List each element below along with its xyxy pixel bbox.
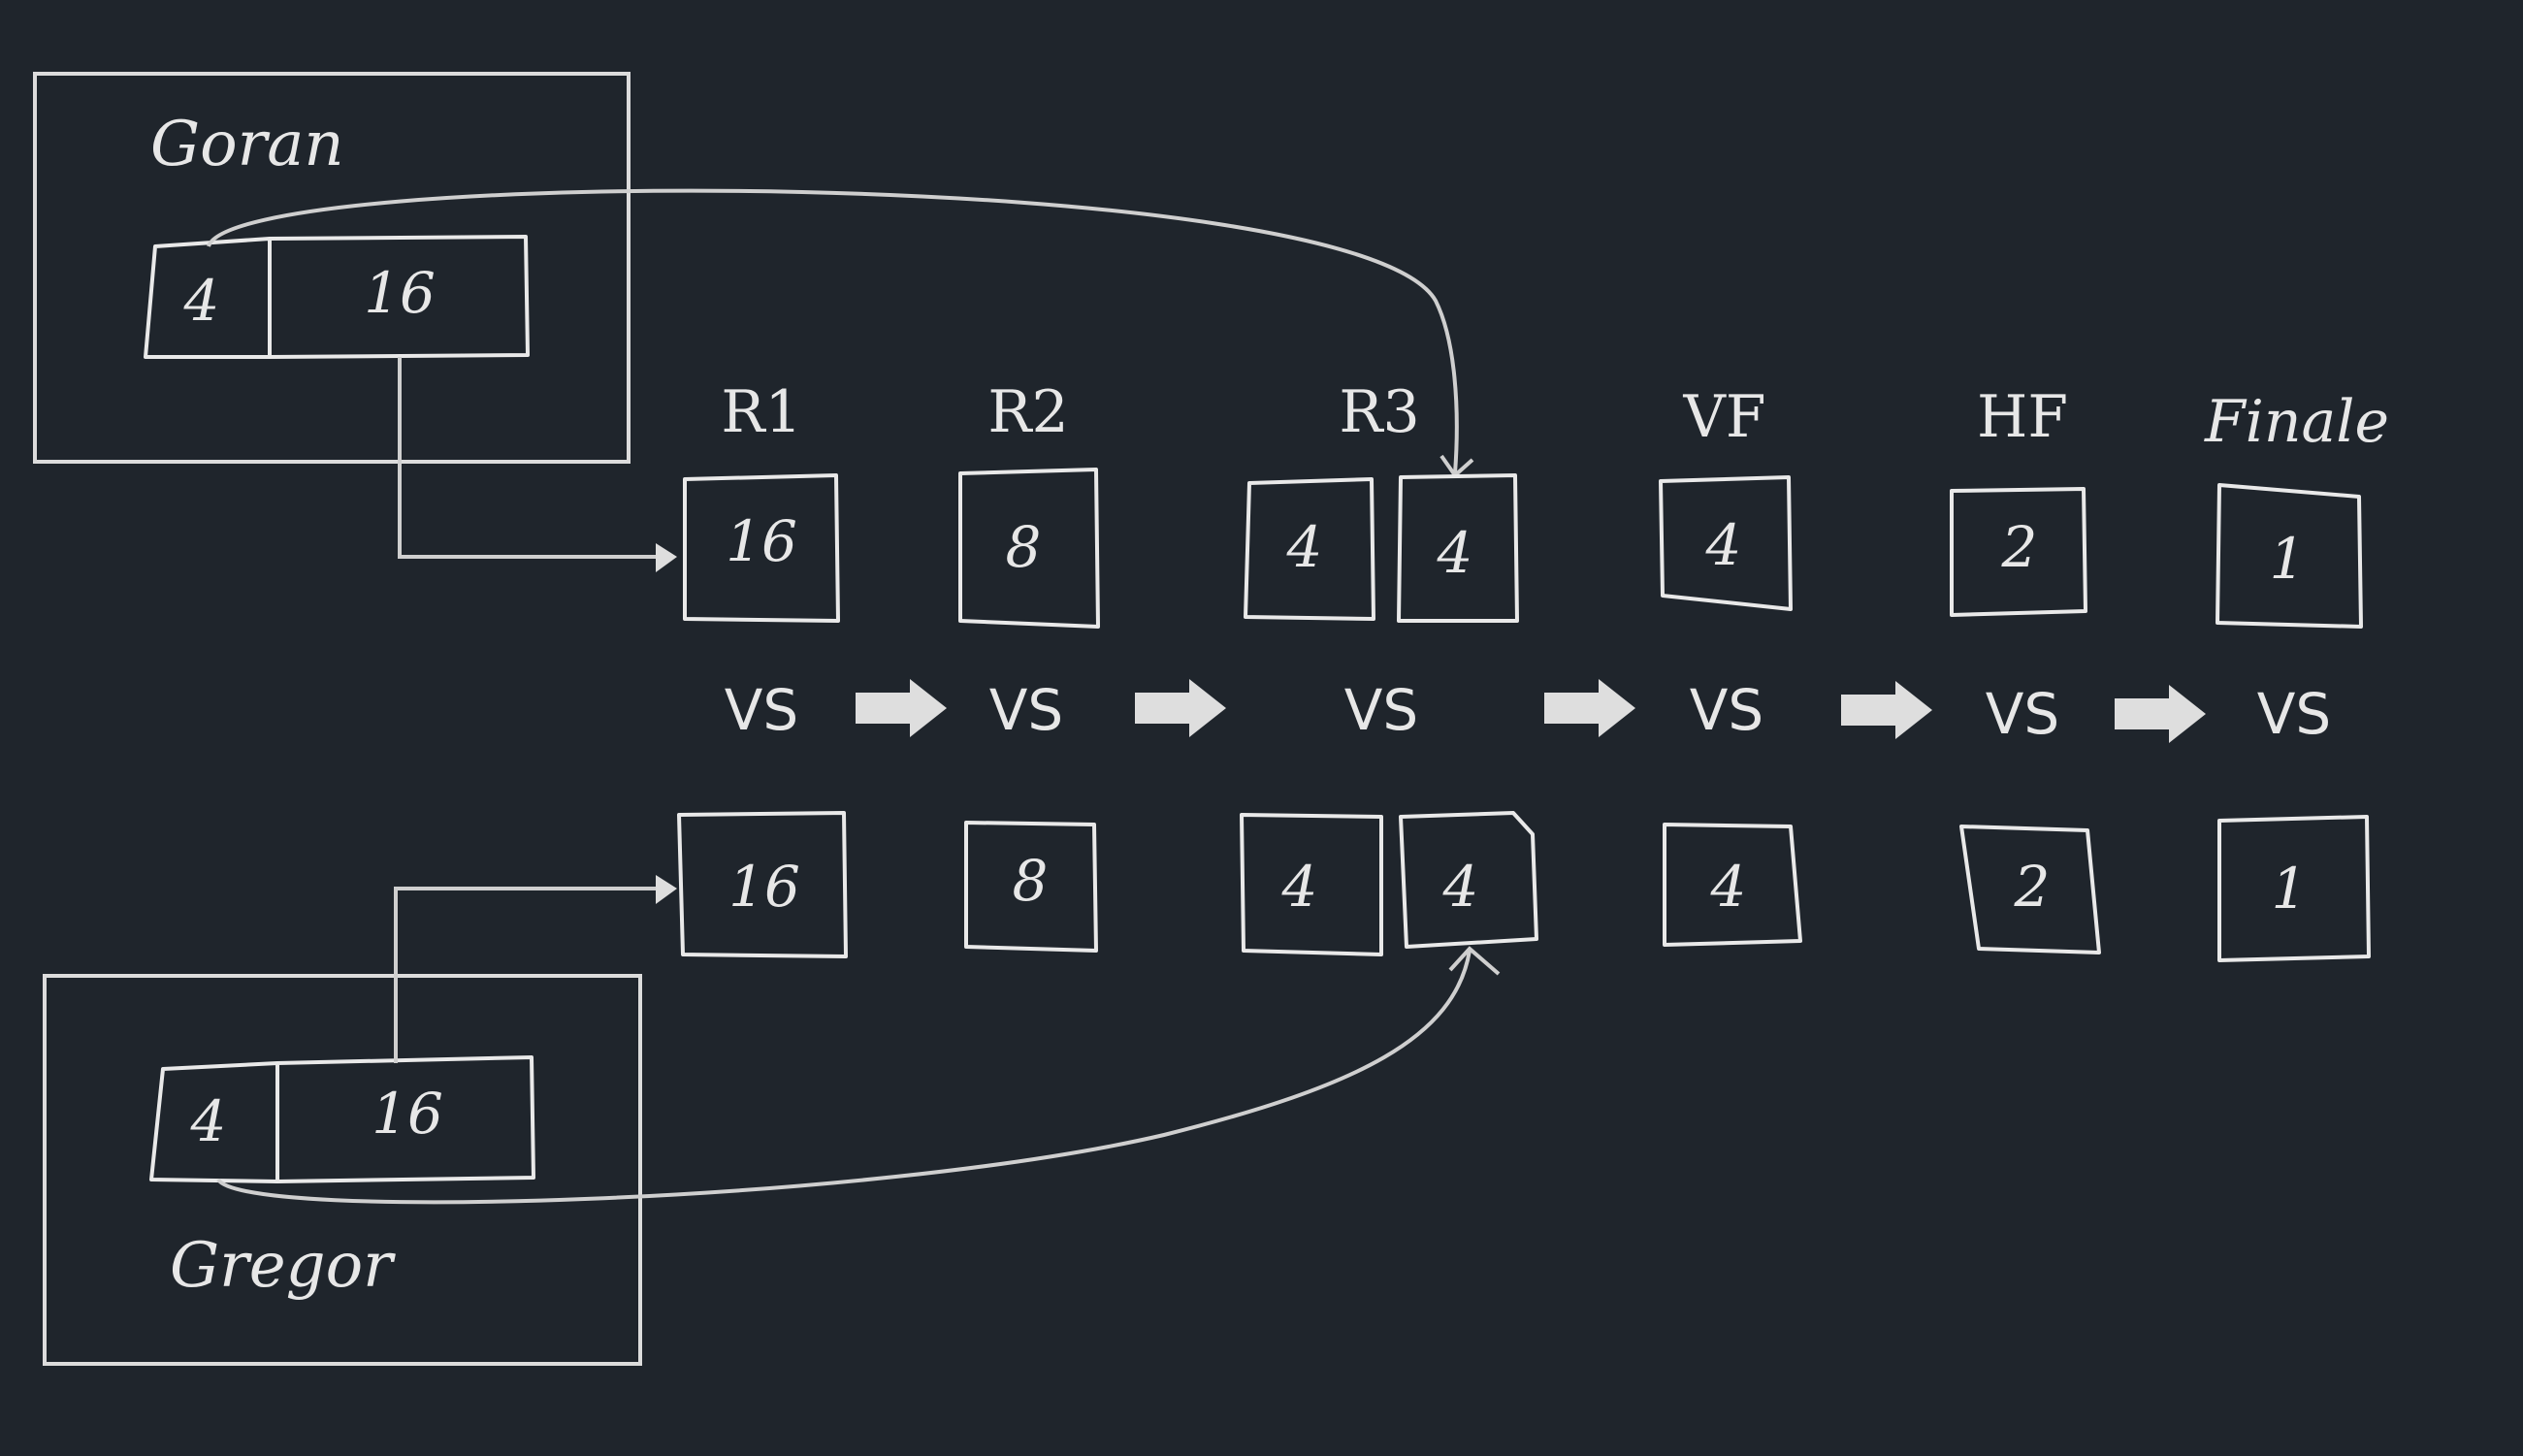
vs-r3: VS <box>1344 677 1419 743</box>
vs-finale: VS <box>2257 681 2332 747</box>
goran-right-cell <box>269 235 530 359</box>
finale-top-value: 1 <box>2270 526 2306 592</box>
progress-arrow-vf-hf <box>1841 681 1932 739</box>
goran-right-value: 16 <box>364 260 436 326</box>
gregor-right-cell <box>276 1055 535 1183</box>
vs-vf: VS <box>1690 677 1764 743</box>
round-label-r3: R3 <box>1339 378 1419 446</box>
finale-bottom-box <box>2217 815 2371 962</box>
round-label-r1: R1 <box>721 378 801 446</box>
goran-to-r1-arrowhead <box>656 543 677 572</box>
vf-bottom-box <box>1663 823 1802 947</box>
r2-top-value: 8 <box>1006 514 1042 580</box>
r3-top-box-b <box>1397 473 1519 623</box>
goran-left-value: 4 <box>183 268 220 334</box>
gregor-to-r1-arrowhead <box>656 875 677 904</box>
gregor-frame <box>43 974 642 1366</box>
progress-arrow-r2-r3 <box>1135 679 1226 737</box>
r3-bottom-value-b: 4 <box>1442 854 1479 920</box>
r1-top-box <box>683 473 840 623</box>
r1-bottom-box <box>677 811 848 958</box>
gregor-to-r3-arrowhead <box>1448 946 1501 976</box>
r2-bottom-value: 8 <box>1013 848 1049 914</box>
round-label-r2: R2 <box>987 378 1068 446</box>
r1-top-value: 16 <box>726 508 797 574</box>
r3-bottom-value-a: 4 <box>1281 854 1318 920</box>
goran-to-r3-curve <box>207 188 1459 474</box>
progress-arrow-r1-r2 <box>856 679 947 737</box>
vf-top-value: 4 <box>1705 512 1742 578</box>
hf-top-value: 2 <box>2001 514 2038 580</box>
gregor-to-r1-connector <box>394 887 660 1063</box>
goran-frame <box>33 72 631 464</box>
vs-hf: VS <box>1986 681 2060 747</box>
progress-arrow-hf-finale <box>2115 685 2206 743</box>
hf-bottom-box <box>1959 825 2101 954</box>
hf-bottom-value: 2 <box>2014 854 2051 920</box>
r3-top-box-a <box>1244 477 1375 621</box>
vs-r2: VS <box>989 677 1064 743</box>
goran-name: Goran <box>150 109 344 180</box>
gregor-left-value: 4 <box>190 1088 227 1154</box>
round-label-hf: HF <box>1977 383 2068 451</box>
r2-top-box <box>958 468 1100 629</box>
r3-bottom-box-b <box>1399 811 1538 949</box>
gregor-to-r3-curve <box>216 950 1472 1205</box>
finale-top-box <box>2216 483 2363 629</box>
vf-top-box <box>1659 475 1793 611</box>
gregor-right-value: 16 <box>372 1081 443 1147</box>
vs-r1: VS <box>725 677 799 743</box>
round-label-vf: VF <box>1683 383 1766 451</box>
gregor-name: Gregor <box>170 1230 396 1302</box>
round-label-finale: Finale <box>2204 388 2389 456</box>
r3-top-value-a: 4 <box>1286 514 1323 580</box>
r2-bottom-box <box>964 821 1098 953</box>
vf-bottom-value: 4 <box>1710 854 1747 920</box>
hf-top-box <box>1950 487 2087 617</box>
r1-bottom-value: 16 <box>728 854 800 920</box>
r3-bottom-box-a <box>1240 813 1383 956</box>
progress-arrow-r3-vf <box>1544 679 1635 737</box>
finale-bottom-value: 1 <box>2272 856 2308 922</box>
goran-to-r1-connector <box>398 357 660 559</box>
r3-top-value-b: 4 <box>1437 520 1473 586</box>
